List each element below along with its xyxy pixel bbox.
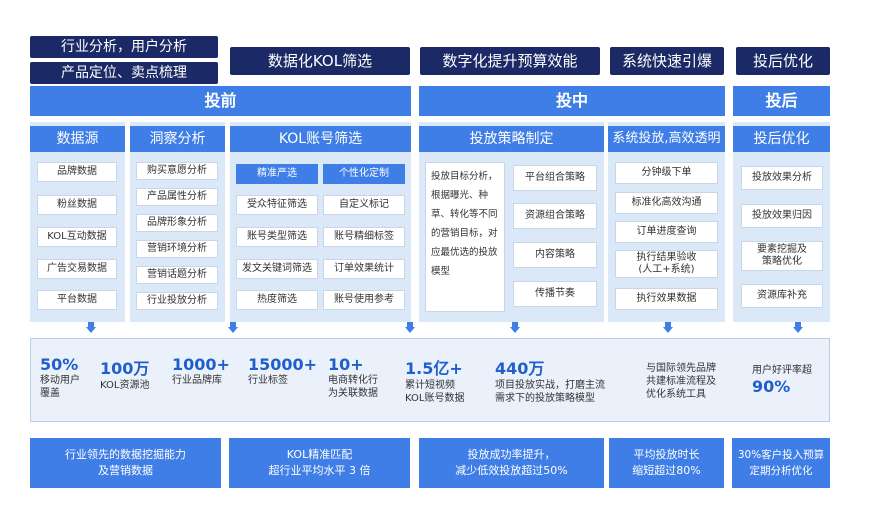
- stat-label: 与国际领先品牌 共建标准流程及 优化系统工具: [646, 363, 716, 400]
- post-item: 投放效果分析: [741, 166, 823, 190]
- system-item: 标准化高效沟通: [615, 192, 718, 214]
- bottom-data-mining: 行业领先的数据挖掘能力 及营销数据: [30, 438, 221, 488]
- kol-custom-item: 账号使用参考: [323, 290, 405, 310]
- insight-item: 行业投放分析: [136, 292, 218, 310]
- down-arrow-icon: [510, 322, 520, 333]
- stat-industry-tags: 15000+ 行业标签: [248, 355, 320, 387]
- stat-number: 440万: [495, 359, 545, 378]
- kol-custom-item: 个性化定制: [323, 164, 405, 184]
- down-arrow-icon: [86, 322, 96, 333]
- insight-item: 营销话题分析: [136, 266, 218, 284]
- system-item: 分钟级下单: [615, 162, 718, 184]
- post-item: 资源库补充: [741, 284, 823, 308]
- strategy-item: 平台组合策略: [513, 165, 597, 191]
- strategy-item: 资源组合策略: [513, 203, 597, 229]
- system-item: 订单进度查询: [615, 221, 718, 243]
- stat-label: 行业品牌库: [172, 375, 222, 386]
- phase-pre: 投前: [30, 86, 411, 116]
- col-head-post: 投后优化: [733, 126, 830, 152]
- insight-item: 产品属性分析: [136, 188, 218, 206]
- stat-brand-library: 1000+ 行业品牌库: [172, 355, 242, 387]
- panel-kol: [230, 122, 411, 322]
- data-source-item: 平台数据: [37, 290, 117, 310]
- stat-ecommerce: 10+ 电商转化行 为关联数据: [328, 355, 398, 400]
- stat-number: 15000+: [248, 355, 318, 374]
- col-head-strategy: 投放策略制定: [419, 126, 604, 152]
- stat-number: 50%: [40, 355, 79, 374]
- post-item: 要素挖掘及 策略优化: [741, 241, 823, 271]
- panel-data-source: [30, 122, 125, 322]
- kol-filter-item: 发文关键词筛选: [236, 259, 318, 279]
- stat-label: 累计短视频 KOL账号数据: [405, 380, 465, 404]
- tag-industry-analysis: 行业分析，用户分析: [30, 36, 218, 58]
- tag-kol-screening: 数据化KOL筛选: [230, 47, 410, 75]
- strategy-item: 内容策略: [513, 242, 597, 268]
- data-source-item: 广告交易数据: [37, 259, 117, 279]
- stat-number: 90%: [752, 377, 791, 396]
- stat-number: 1.5亿+: [405, 359, 463, 378]
- tag-budget-efficiency: 数字化提升预算效能: [420, 47, 600, 75]
- col-head-system: 系统投放,高效透明: [608, 126, 725, 152]
- bottom-duration: 平均投放时长 缩短超过80%: [609, 438, 724, 488]
- stat-short-video: 1.5亿+ 累计短视频 KOL账号数据: [405, 355, 485, 405]
- kol-custom-item: 账号精细标签: [323, 227, 405, 247]
- stat-number: 100万: [100, 359, 150, 378]
- down-arrow-icon: [228, 322, 238, 333]
- down-arrow-icon: [663, 322, 673, 333]
- down-arrow-icon: [405, 322, 415, 333]
- data-source-item: 品牌数据: [37, 162, 117, 182]
- kol-filter-item: 热度筛选: [236, 290, 318, 310]
- stat-intl-brands: 与国际领先品牌 共建标准流程及 优化系统工具: [646, 362, 736, 401]
- stat-label: 移动用户 覆盖: [40, 375, 80, 399]
- insight-item: 购买意愿分析: [136, 162, 218, 180]
- kol-filter-item: 账号类型筛选: [236, 227, 318, 247]
- stat-label: 用户好评率超: [752, 365, 812, 376]
- tag-quick-launch: 系统快速引爆: [610, 47, 724, 75]
- strategy-description: 投放目标分析，根据曝光、种草、转化等不同的营销目标，对应最优选的投放模型: [425, 162, 505, 312]
- data-source-item: 粉丝数据: [37, 195, 117, 215]
- stat-label: 行业标签: [248, 375, 288, 386]
- stat-label: 电商转化行 为关联数据: [328, 375, 378, 399]
- bottom-success-rate: 投放成功率提升， 减少低效投放超过50%: [419, 438, 604, 488]
- col-head-data-source: 数据源: [30, 126, 125, 152]
- insight-item: 营销环境分析: [136, 240, 218, 258]
- system-item: 执行结果验收 (人工+系统): [615, 250, 718, 278]
- tag-product-positioning: 产品定位、卖点梳理: [30, 62, 218, 84]
- strategy-item: 传播节奏: [513, 281, 597, 307]
- stat-number: 10+: [328, 355, 364, 374]
- kol-filter-item: 精准严选: [236, 164, 318, 184]
- tag-post-optimization: 投后优化: [736, 47, 830, 75]
- stat-label: 项目投放实战，打磨主流 需求下的投放策略模型: [495, 380, 605, 404]
- system-item: 执行效果数据: [615, 288, 718, 310]
- data-source-item: KOL互动数据: [37, 227, 117, 247]
- kol-filter-item: 受众特征筛选: [236, 195, 318, 215]
- kol-custom-item: 自定义标记: [323, 195, 405, 215]
- stat-label: KOL资源池: [100, 380, 150, 391]
- bottom-budget: 30%客户投入预算 定期分析优化: [732, 438, 830, 488]
- kol-custom-item: 订单效果统计: [323, 259, 405, 279]
- stat-number: 1000+: [172, 355, 230, 374]
- col-head-kol: KOL账号筛选: [230, 126, 411, 152]
- bottom-kol-match: KOL精准匹配 超行业平均水平 3 倍: [229, 438, 410, 488]
- down-arrow-icon: [793, 322, 803, 333]
- post-item: 投放效果归因: [741, 204, 823, 228]
- stats-panel: [30, 338, 830, 422]
- insight-item: 品牌形象分析: [136, 214, 218, 232]
- phase-mid: 投中: [419, 86, 725, 116]
- col-head-insight: 洞察分析: [130, 126, 225, 152]
- phase-post: 投后: [733, 86, 830, 116]
- stat-mobile: 50% 移动用户 覆盖: [40, 355, 110, 400]
- stat-projects: 440万 项目投放实战，打磨主流 需求下的投放策略模型: [495, 355, 635, 405]
- stat-satisfaction: 用户好评率超 90%: [752, 364, 826, 396]
- stat-kol-pool: 100万 KOL资源池: [100, 355, 170, 392]
